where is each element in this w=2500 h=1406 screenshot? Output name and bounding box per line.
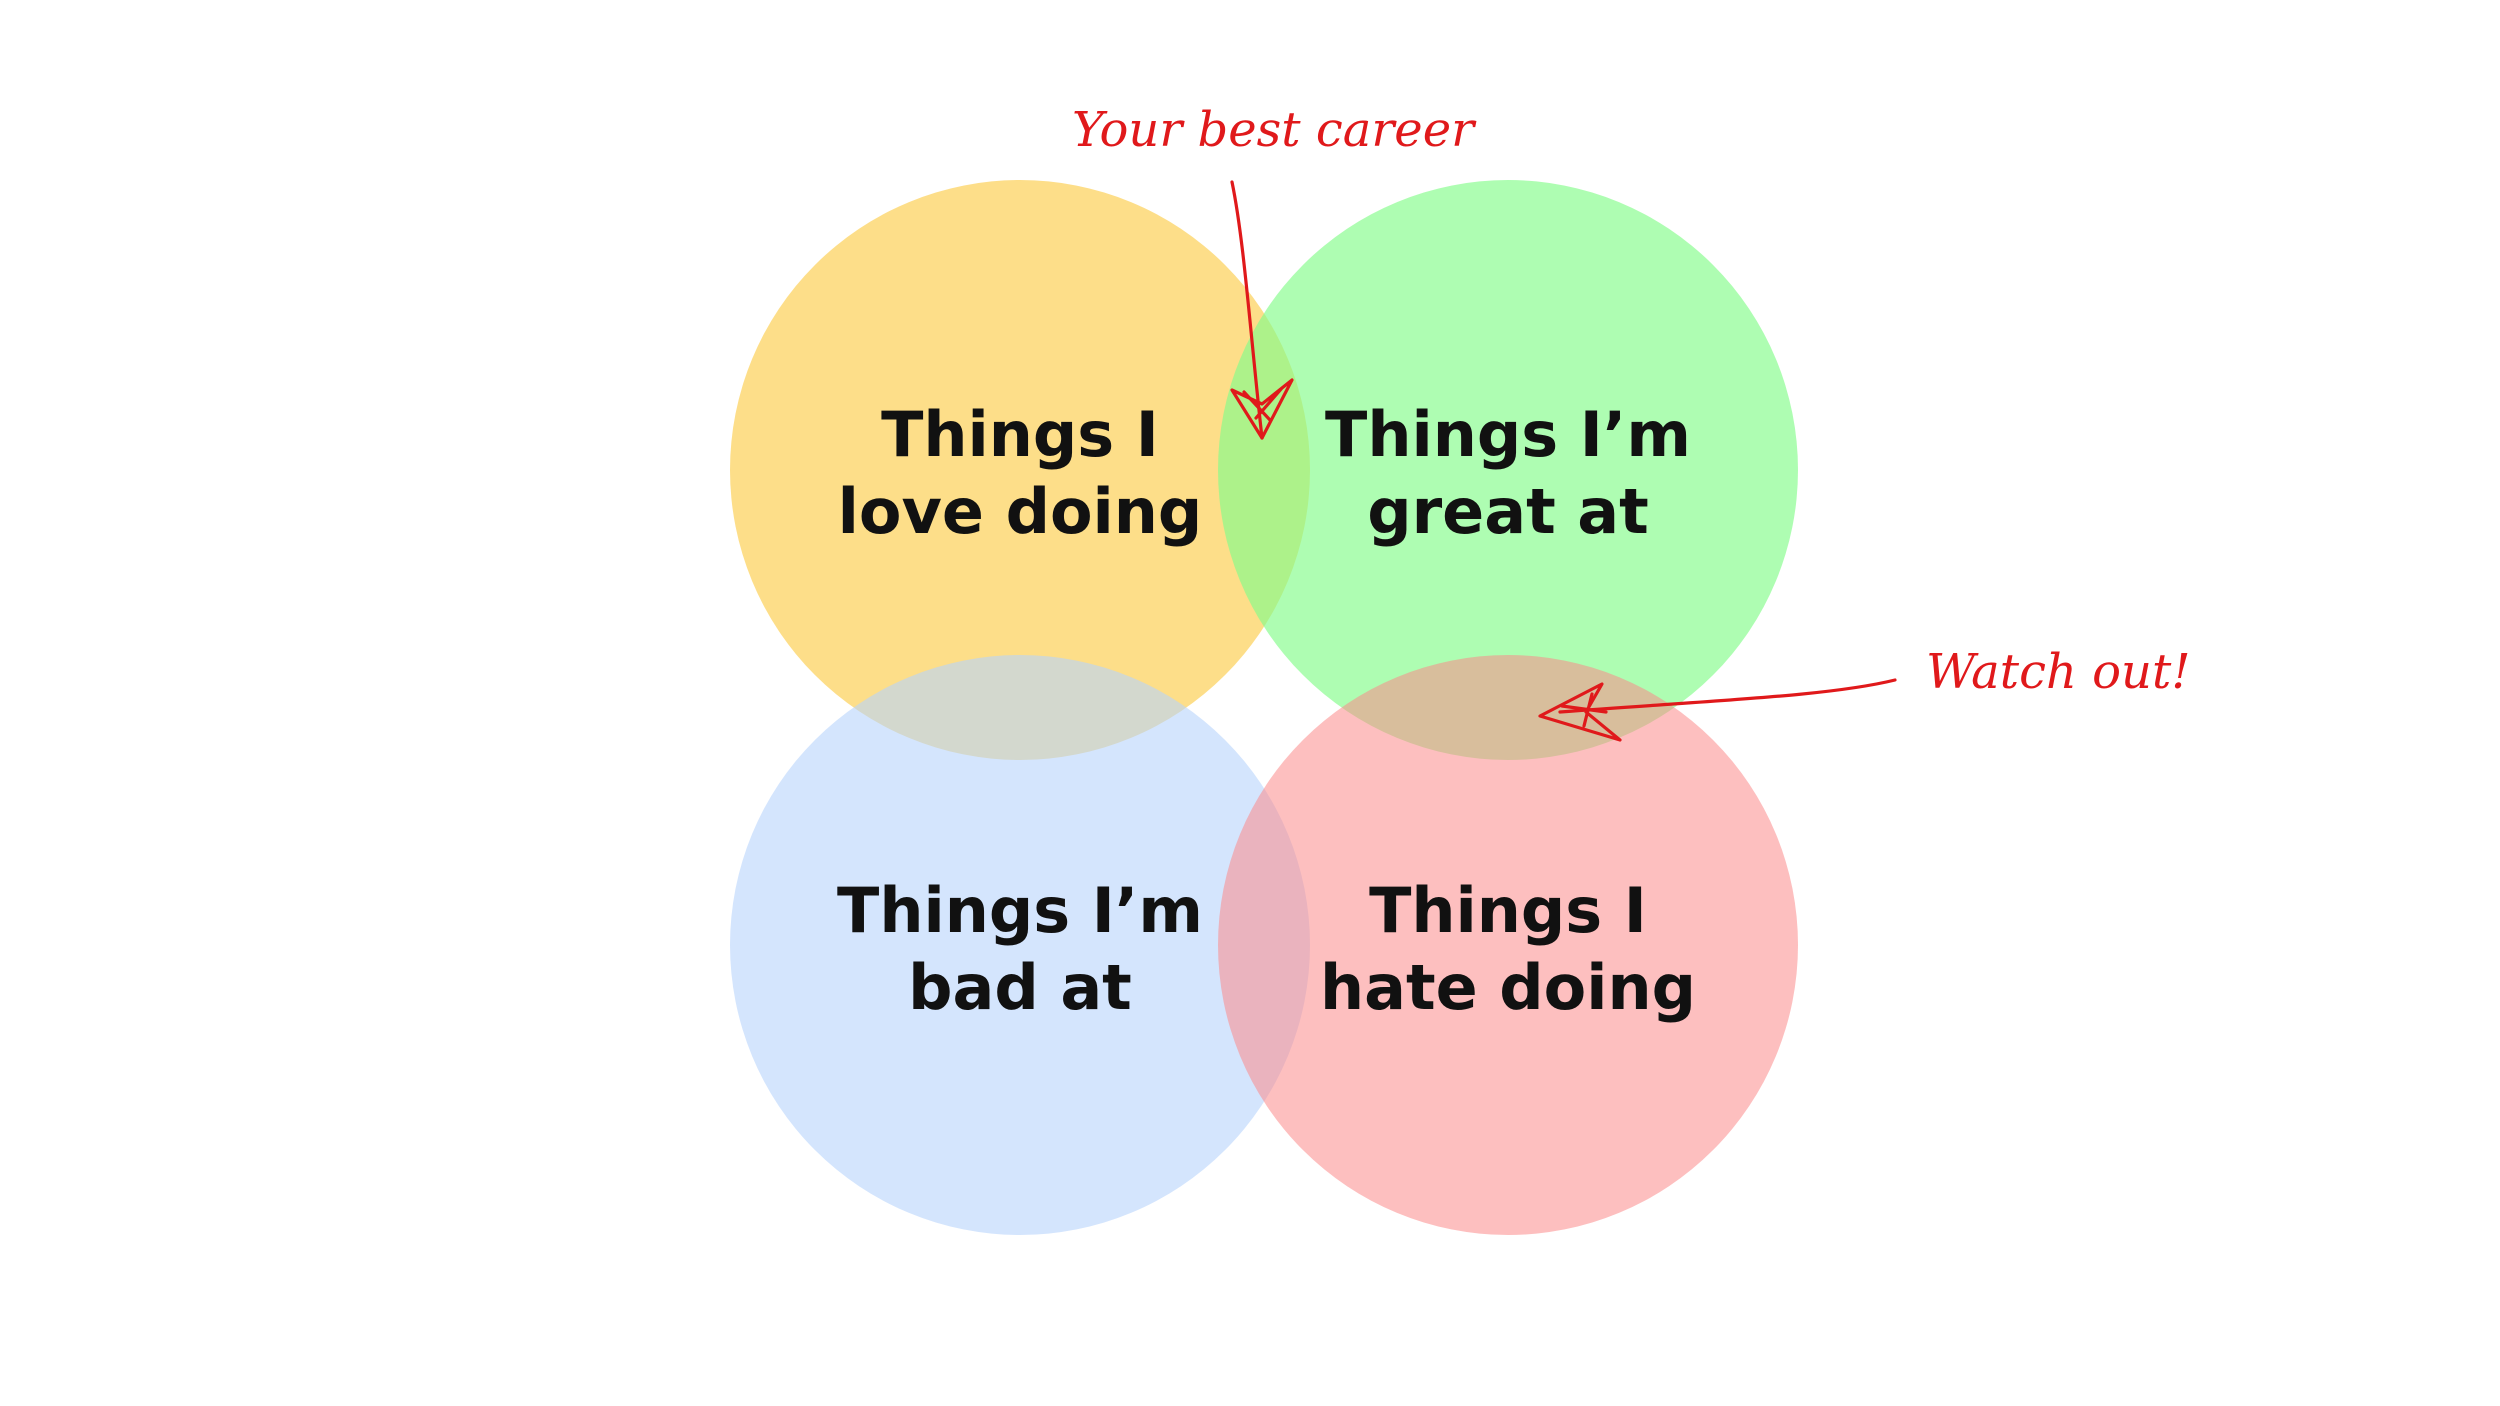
circle-love-doing	[730, 180, 1310, 760]
label-bad-at-line1: Things I’m	[837, 874, 1203, 947]
label-great-at-line1: Things I’m	[1325, 398, 1691, 471]
arrowhead-watch-out-icon	[1538, 682, 1622, 742]
annotation-best-career: Your best career	[1072, 102, 1477, 158]
label-love-doing-line2: love doing	[838, 475, 1203, 548]
label-great-at-line2: great at	[1367, 475, 1649, 548]
arrow-watch-out	[1558, 678, 1897, 714]
arrow-best-career	[1230, 180, 1264, 440]
label-love-doing-line1: Things I	[881, 398, 1159, 471]
label-hate-doing-line2: hate doing	[1320, 951, 1696, 1024]
label-bad-at-line2: bad at	[908, 951, 1132, 1024]
arrowhead-best-career-icon	[1230, 378, 1294, 440]
circle-great-at	[1218, 180, 1798, 760]
circle-bad-at	[730, 655, 1310, 1235]
circle-hate-doing	[1218, 655, 1798, 1235]
annotation-watch-out: Watch out!	[1926, 644, 2191, 700]
label-hate-doing-line1: Things I	[1369, 874, 1647, 947]
